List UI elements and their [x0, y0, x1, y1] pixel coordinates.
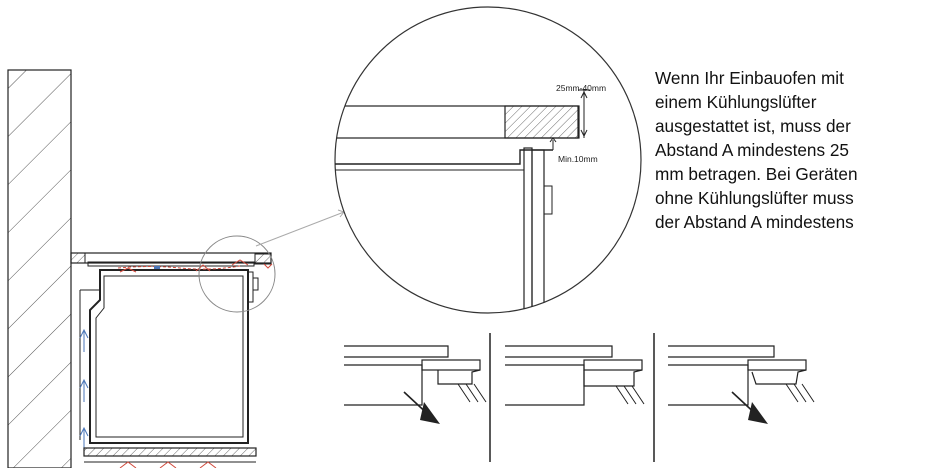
- detail-marker-circle: [198, 235, 276, 313]
- note-line: Abstand A mindestens 25: [655, 140, 849, 160]
- note-line: der Abstand A mindestens: [655, 212, 854, 232]
- gap-range-label: 25mm-40mm: [556, 83, 606, 93]
- airflow-lines: [79, 259, 273, 450]
- countertop: [70, 252, 272, 267]
- wall: [7, 69, 72, 468]
- note-line: ohne Kühlungslüfter muss: [655, 188, 854, 208]
- note-line: Wenn Ihr Einbauofen mit: [655, 68, 844, 88]
- detail-view: 25mm-40mm Min.10mm: [334, 6, 642, 314]
- bottom-shelf: [83, 447, 257, 468]
- oven-body: [79, 269, 259, 444]
- note-line: ausgestattet ist, muss der: [655, 116, 851, 136]
- detail-leader-line: [255, 211, 345, 247]
- variant-2: [505, 345, 645, 406]
- variant-1: [344, 345, 487, 424]
- variant-3: [668, 345, 815, 424]
- min-gap-label: Min.10mm: [558, 154, 598, 164]
- installation-note: Wenn Ihr Einbauofen mit einem Kühlungslü…: [655, 66, 925, 234]
- note-line: mm betragen. Bei Geräten: [655, 164, 858, 184]
- note-line: einem Kühlungslüfter: [655, 92, 817, 112]
